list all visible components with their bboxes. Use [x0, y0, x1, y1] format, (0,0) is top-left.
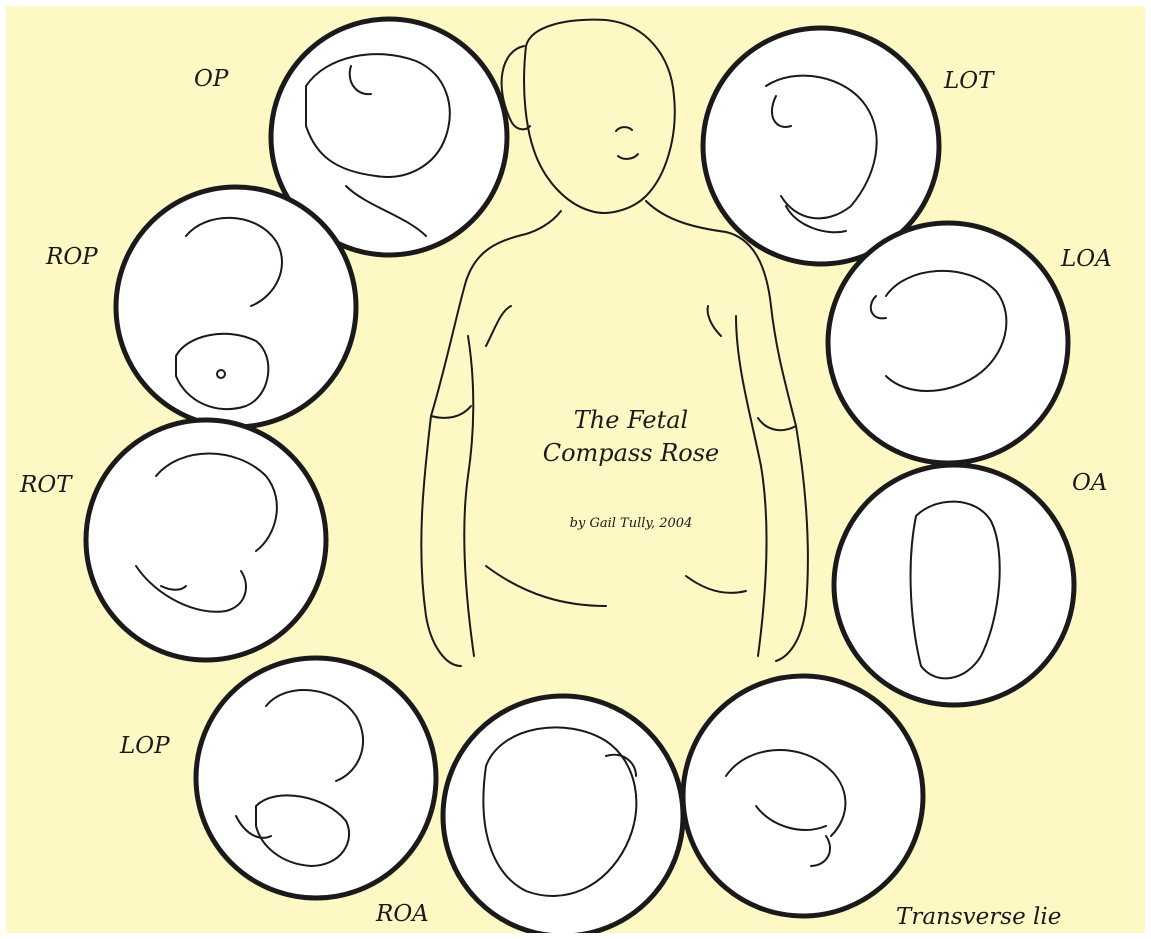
diagram-canvas: OP LOT ROP LOA ROT OA LOP ROA Transverse…	[6, 6, 1145, 933]
label-rop: ROP	[46, 244, 98, 270]
label-oa: OA	[1072, 470, 1107, 496]
title-line-1: The Fetal	[526, 404, 736, 437]
fetal-position-circles	[86, 19, 1074, 933]
label-lot: LOT	[944, 68, 993, 94]
title-line-2: Compass Rose	[526, 437, 736, 470]
label-op: OP	[194, 66, 228, 92]
label-roa: ROA	[376, 901, 429, 927]
label-transverse-lie: Transverse lie	[896, 904, 1061, 930]
author-credit: by Gail Tully, 2004	[526, 516, 736, 531]
diagram-title: The Fetal Compass Rose	[526, 404, 736, 470]
label-lop: LOP	[120, 733, 170, 759]
label-loa: LOA	[1061, 246, 1112, 272]
label-rot: ROT	[20, 472, 72, 498]
